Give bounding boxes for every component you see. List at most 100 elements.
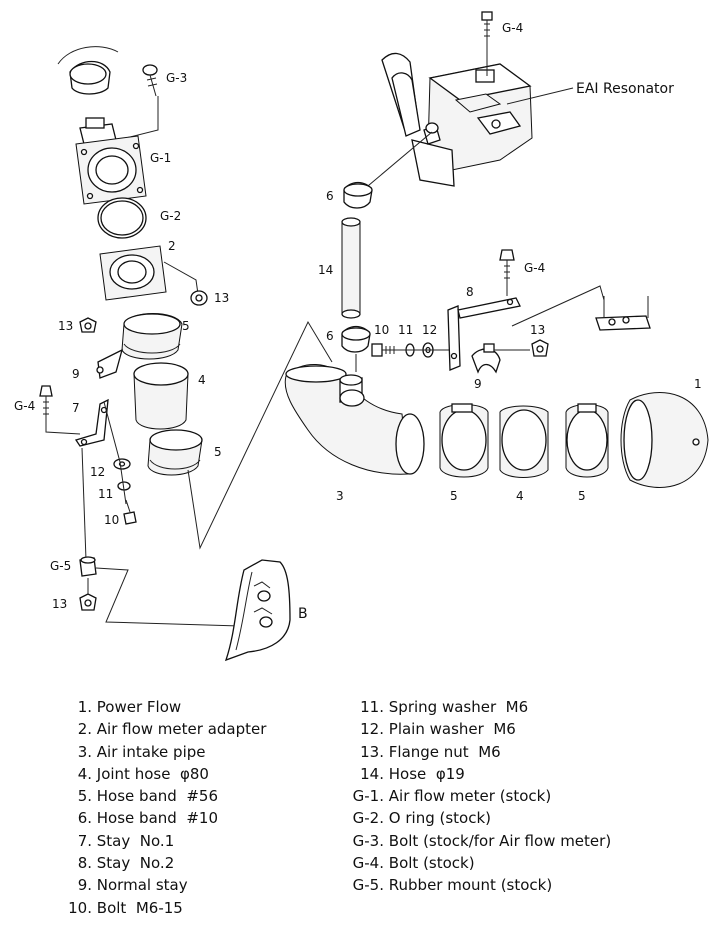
bolt-10-right (371, 343, 398, 357)
legend-item-number: 9. (77, 876, 92, 895)
legend-item: 13. Flange nut M6 (340, 741, 611, 763)
legend-item-number: 10. (68, 898, 92, 917)
legend-item: 6. Hose band #10 (48, 807, 266, 829)
g4-bolt-mid (499, 249, 515, 296)
joint-hose-4-right (499, 405, 549, 478)
n11-b-label: 11 (398, 323, 413, 337)
legend-item-text: Air flow meter (stock) (388, 787, 552, 806)
n5-b-label: 5 (214, 445, 222, 459)
legend-item-number: 8. (77, 854, 92, 873)
g5-label: G-5 (50, 559, 71, 573)
legend-item: G-2. O ring (stock) (340, 807, 611, 829)
n9-b-label: 9 (474, 377, 482, 391)
n4-b-label: 4 (516, 489, 524, 503)
legend-item: 12. Plain washer M6 (340, 718, 611, 740)
bolt-10-left (123, 499, 137, 525)
g4-top-label: G-4 (502, 21, 523, 35)
g4-left-label: G-4 (14, 399, 35, 413)
air-flow-meter-g1 (75, 117, 147, 205)
g4-bolt-top (481, 11, 493, 76)
legend-item: G-5. Rubber mount (stock) (340, 874, 611, 896)
body-bracket-b (224, 559, 291, 662)
joint-hose-4-left (133, 362, 189, 430)
stay-7 (74, 398, 109, 447)
legend-item-number: 4. (77, 764, 92, 783)
legend-item: 1. Power Flow (48, 696, 266, 718)
legend-item-text: Bolt M6-15 (96, 898, 183, 917)
n13-d-label: 13 (530, 323, 545, 337)
plain-washer-12-left (113, 458, 131, 470)
flange-nut-13-a (190, 290, 208, 306)
normal-stay-9-left (96, 348, 124, 379)
flange-nut-13-d (531, 339, 549, 357)
legend-item-text: Hose φ19 (388, 764, 465, 783)
g3-bolt (142, 64, 158, 97)
normal-stay-9-right (471, 343, 501, 374)
legend-item-text: O ring (stock) (388, 809, 491, 828)
eai-resonator-label: EAI Resonator (576, 81, 674, 97)
n1-label: 1 (694, 377, 702, 391)
air-intake-pipe-3 (284, 363, 425, 475)
hose-14 (341, 217, 361, 319)
n13-a-label: 13 (214, 291, 229, 305)
stay-8 (447, 297, 521, 371)
legend-item-number: 12. (360, 720, 384, 739)
n5-a-label: 5 (182, 319, 190, 333)
n13-b-label: 13 (58, 319, 73, 333)
g4-bolt-left (39, 385, 81, 435)
legend-item: G-3. Bolt (stock/for Air flow meter) (340, 830, 612, 852)
legend-item: G-4. Bolt (stock) (340, 852, 611, 874)
legend-item-number: 11. (360, 698, 384, 716)
legend-item-text: Stay No.1 (96, 831, 175, 850)
legend-item: 4. Joint hose φ80 (48, 763, 266, 785)
legend-item-text: Normal stay (96, 876, 188, 895)
eai-resonator-part (381, 52, 533, 187)
n4-a-label: 4 (198, 373, 206, 387)
legend-item: 3. Air intake pipe (48, 741, 266, 763)
n12-a-label: 12 (90, 465, 105, 479)
g3-label: G-3 (166, 71, 187, 85)
legend-item: 7. Stay No.1 (48, 830, 266, 852)
b-label: B (298, 606, 308, 622)
n5-c-label: 5 (450, 489, 458, 503)
legend-item-number: 6. (77, 809, 92, 828)
legend-item: 5. Hose band #56 (48, 785, 266, 807)
legend-item: 11. Spring washer M6 (340, 696, 611, 718)
o-ring-g2 (97, 197, 147, 239)
n14-label: 14 (318, 263, 333, 277)
n11-a-label: 11 (98, 487, 113, 501)
legend-item-number: 2. (77, 720, 92, 739)
n5-d-label: 5 (578, 489, 586, 503)
legend-item: G-1. Air flow meter (stock) (340, 785, 611, 807)
n12-b-label: 12 (422, 323, 437, 337)
legend-item: 8. Stay No.2 (48, 852, 266, 874)
legend-item: 2. Air flow meter adapter (48, 718, 267, 740)
hose-band-5-upper (121, 313, 183, 360)
n10-a-label: 10 (104, 513, 119, 527)
legend-item-text: Bolt (stock/for Air flow meter) (388, 831, 612, 850)
legend-item-text: Flange nut M6 (388, 742, 501, 761)
legend-item-number: G-4. (352, 854, 384, 873)
legend-item-number: 13. (360, 742, 384, 761)
legend-item-text: Power Flow (96, 698, 182, 716)
rubber-mount-g5 (79, 556, 97, 577)
legend-item-text: Hose band #56 (96, 787, 218, 806)
legend-item-text: Air flow meter adapter (96, 720, 267, 739)
legend-item-text: Rubber mount (stock) (388, 876, 553, 895)
legend-item-text: Bolt (stock) (388, 854, 475, 873)
flange-nut-13-b (79, 317, 97, 333)
n8-label: 8 (466, 285, 474, 299)
g4-mid-label: G-4 (524, 261, 545, 275)
hose-band-5-lower (147, 429, 203, 476)
legend-item-text: Plain washer M6 (388, 720, 516, 739)
legend-item-text: Joint hose φ80 (96, 764, 209, 783)
legend-item-text: Air intake pipe (96, 742, 206, 761)
legend-item-number: 1. (77, 698, 92, 716)
n2-label: 2 (168, 239, 176, 253)
legend-item-number: G-2. (352, 809, 384, 828)
n10-b-label: 10 (374, 323, 389, 337)
n7-label: 7 (72, 401, 80, 415)
legend-item: 9. Normal stay (48, 874, 266, 896)
